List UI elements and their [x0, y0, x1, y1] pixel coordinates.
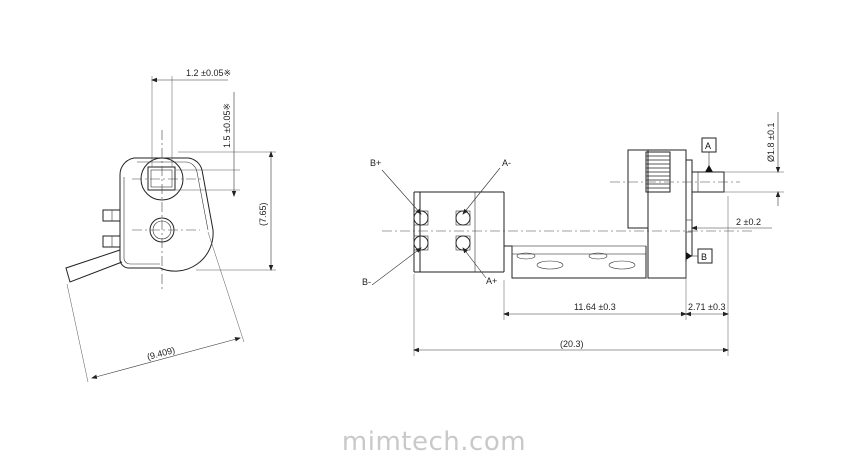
gear-housing [627, 149, 649, 229]
dim-20-3: (20.3) [560, 339, 584, 349]
cable [65, 249, 123, 283]
pin-pads [413, 210, 471, 251]
pad-a-plus [455, 235, 471, 251]
terminal-upper [102, 209, 121, 222]
label-a-plus: A+ [486, 276, 497, 286]
bracket-hole-2 [536, 260, 564, 270]
dim-phi-1-8: Ø1.8 ±0.1 [766, 123, 776, 162]
dim-11-64: 11.64 ±0.3 [574, 302, 616, 312]
label-b-minus: B- [362, 277, 371, 287]
end-view: 1.2 ±0.05※ 1.5 ±0.05※ (7.65) (9.409) [65, 68, 276, 383]
dim-1-2: 1.2 ±0.05※ [186, 68, 231, 78]
pad-a-minus [455, 210, 471, 226]
bracket-hole-3 [588, 252, 608, 260]
watermark: mimtech.com [342, 427, 526, 457]
bracket [504, 245, 647, 279]
dim-2-71: 2.71 ±0.3 [688, 302, 725, 312]
end-view-body [119, 157, 214, 272]
datum-b-label: B [701, 252, 707, 262]
pad-b-plus [413, 210, 429, 226]
terminal-lower [102, 235, 121, 248]
dim-1-5: 1.5 ±0.05※ [222, 103, 232, 148]
datum-a-label: A [705, 141, 711, 151]
label-b-plus: B+ [370, 158, 381, 168]
dim-2: 2 ±0.2 [736, 217, 761, 227]
side-view: B+ B- A- A+ A B Ø1.8 ±0.1 2 ±0.2 11.64 ±… [362, 112, 784, 356]
dim-7-65: (7.65) [258, 202, 268, 226]
bracket-hole-4 [608, 260, 636, 270]
label-a-minus: A- [502, 158, 511, 168]
shaft-square [147, 166, 176, 191]
bracket-hole-1 [516, 252, 536, 260]
gear-teeth [646, 155, 670, 189]
pad-b-minus [413, 235, 429, 251]
